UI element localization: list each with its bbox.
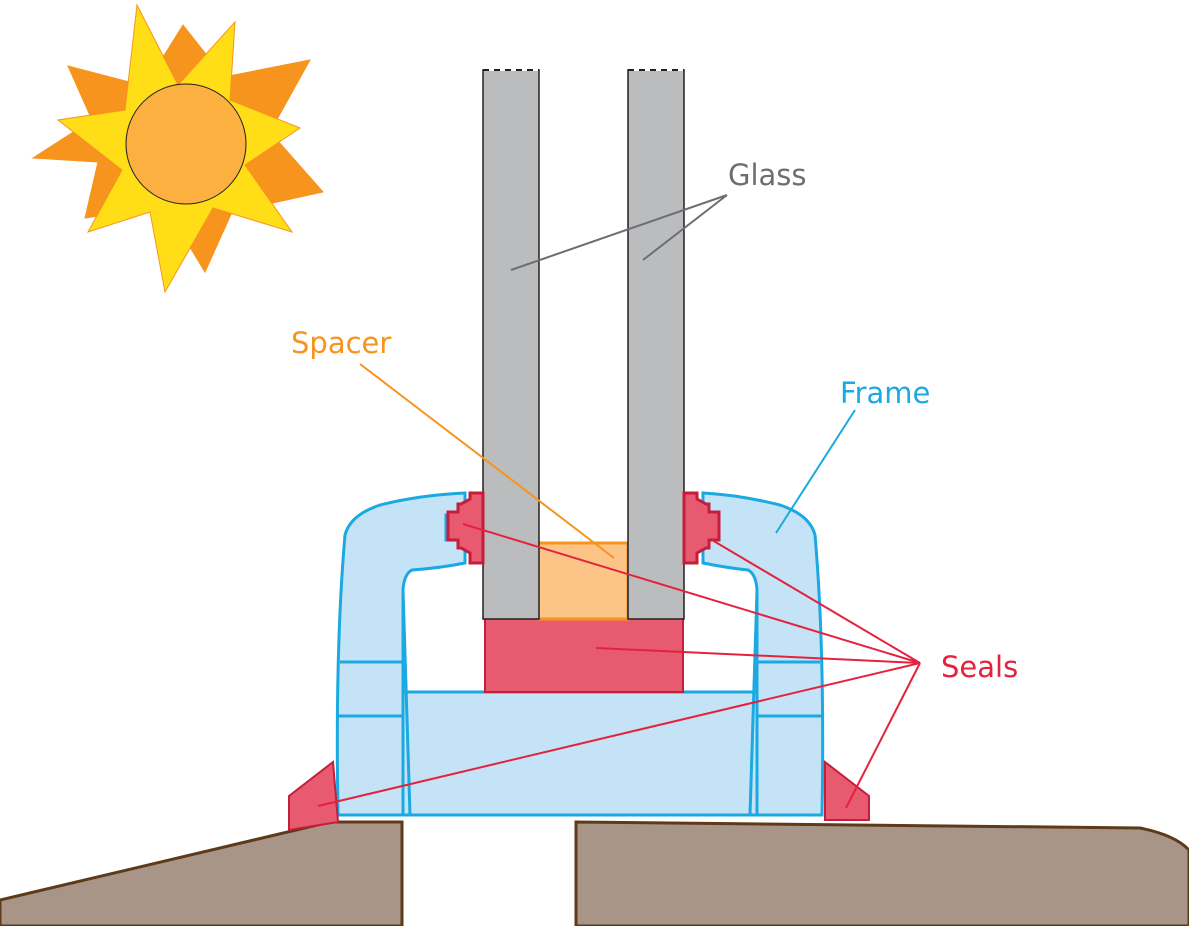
spacer-label: Spacer <box>291 326 391 360</box>
sun-body <box>125 83 247 205</box>
frame-right-arm <box>701 491 825 817</box>
spacer-block <box>536 541 630 621</box>
seal-gasket-left <box>446 491 485 565</box>
frame-left-arm <box>335 491 467 817</box>
frame-base <box>401 690 759 817</box>
ground-left <box>0 820 404 926</box>
seal-gasket-right <box>682 491 721 565</box>
spacer-leader <box>359 363 615 559</box>
sun-icon <box>31 3 324 294</box>
ground-right <box>574 820 1189 926</box>
frame-leader <box>775 409 856 534</box>
frame-inner-edge-left <box>401 589 412 816</box>
glass-pane-right <box>627 69 685 620</box>
frame <box>335 491 825 817</box>
seal-wedge-right <box>824 759 870 821</box>
seal-wedge-left <box>288 760 340 832</box>
seals-label: Seals <box>941 650 1018 684</box>
glass-label: Glass <box>728 158 807 192</box>
seals-leaders <box>317 523 921 809</box>
frame-label: Frame <box>840 376 930 410</box>
seal-block <box>484 617 684 693</box>
glass-leaders <box>510 194 728 271</box>
glass-pane-left <box>482 69 540 620</box>
